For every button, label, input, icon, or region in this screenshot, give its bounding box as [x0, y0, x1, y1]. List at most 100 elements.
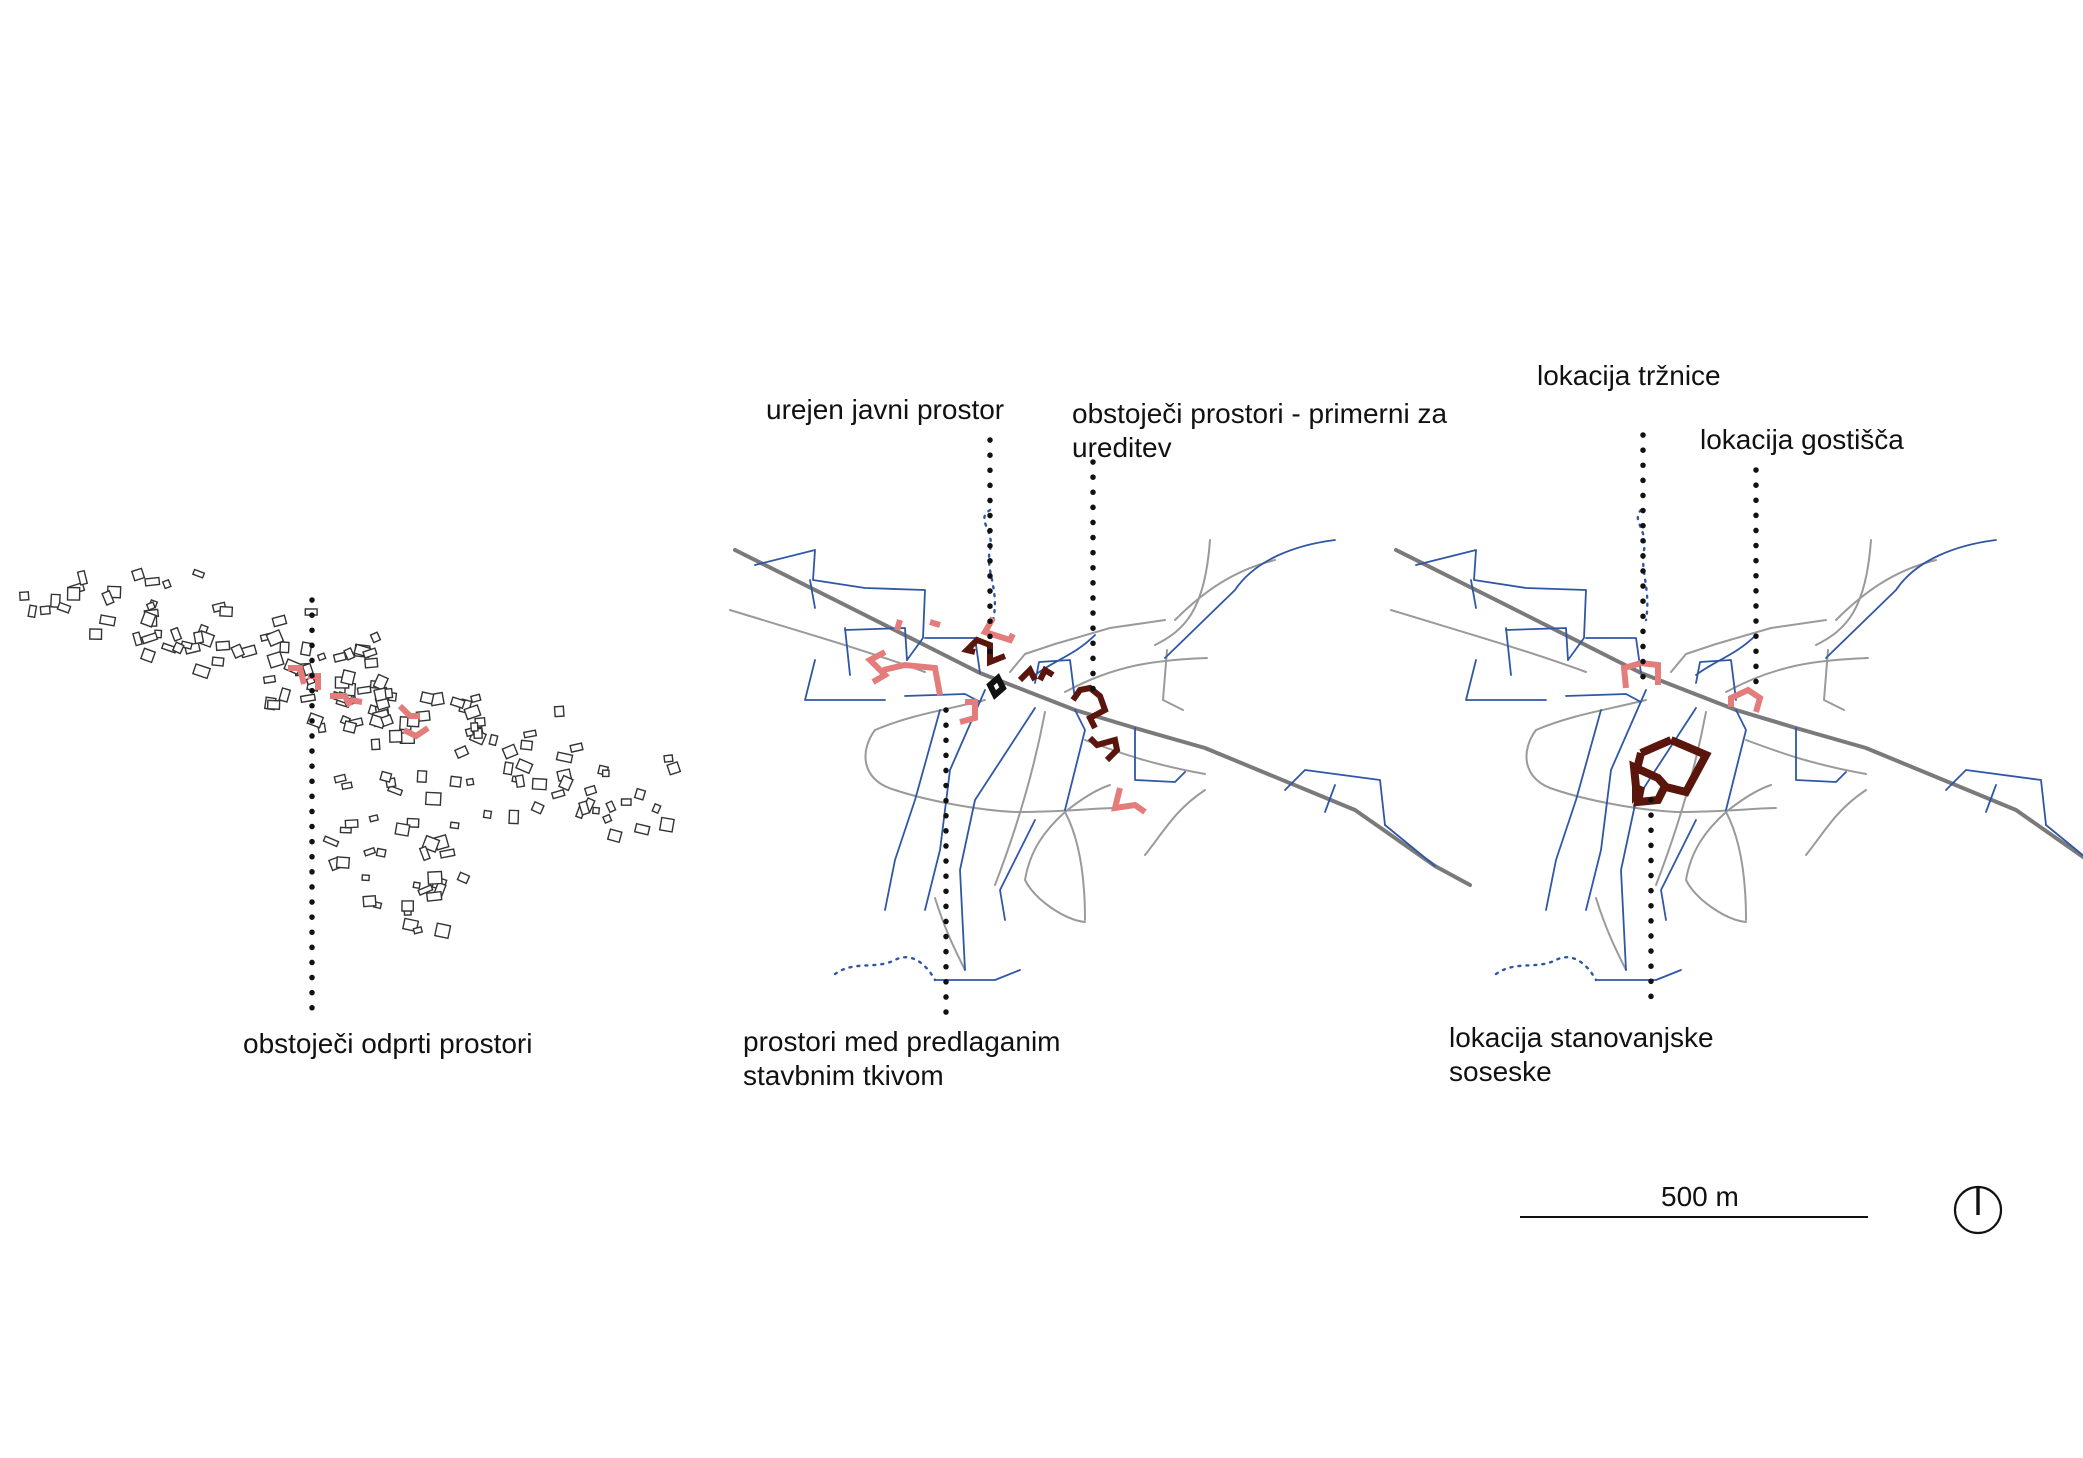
label-existing-spaces-suitable: obstoječi prostori - primerni za	[1072, 398, 1448, 429]
building-footprint	[262, 674, 277, 685]
building-footprint	[416, 769, 428, 783]
building-footprint	[606, 828, 623, 844]
open-space-marker	[980, 616, 1016, 644]
label-market-location: lokacija tržnice	[1537, 360, 1721, 391]
building-footprint	[335, 856, 351, 869]
panel-2-map	[728, 508, 1472, 982]
building-footprint	[394, 822, 411, 837]
proposed-space-marker	[961, 636, 1007, 667]
building-footprint	[465, 777, 475, 787]
label-inn-location: lokacija gostišča	[1700, 424, 1904, 455]
building-footprint	[161, 578, 172, 590]
building-footprint	[651, 802, 662, 815]
building-footprint	[633, 822, 651, 836]
scale-bar-label: 500 m	[1661, 1181, 1739, 1212]
building-footprint	[375, 847, 387, 858]
open-space-marker	[959, 699, 978, 725]
building-footprint	[620, 798, 632, 806]
building-footprint	[144, 576, 161, 587]
building-footprint	[558, 774, 574, 792]
building-footprint	[191, 663, 212, 680]
building-footprint	[265, 628, 285, 648]
building-footprint	[519, 739, 534, 751]
building-footprint	[449, 821, 460, 830]
building-footprint	[412, 881, 421, 890]
building-footprint	[139, 647, 157, 664]
building-footprint	[130, 567, 146, 582]
building-footprint	[439, 848, 456, 859]
housing-marker	[1629, 736, 1712, 807]
building-footprint	[50, 593, 61, 608]
building-footprint	[380, 713, 394, 728]
building-footprint	[379, 770, 393, 783]
building-footprint	[98, 614, 117, 627]
building-footprint	[601, 813, 613, 825]
building-footprint	[424, 791, 442, 806]
building-footprint	[372, 673, 390, 692]
building-footprint	[553, 705, 565, 718]
panel-1-map	[18, 567, 682, 940]
building-footprint	[418, 845, 431, 862]
open-space-marker	[402, 725, 430, 740]
building-footprint	[266, 699, 281, 710]
building-footprint	[488, 733, 499, 747]
building-footprint	[66, 586, 81, 601]
panel-2-stream	[983, 508, 997, 622]
building-footprint	[663, 754, 674, 763]
label-spaces-between-proposed-line2: stavbnim tkivom	[743, 1060, 944, 1091]
building-footprint	[569, 742, 584, 753]
building-footprint	[449, 696, 466, 710]
building-footprint	[56, 601, 72, 614]
proposed-space-marker	[1037, 665, 1055, 682]
proposed-space-marker	[1087, 735, 1121, 763]
building-footprint	[425, 890, 443, 902]
open-space-marker	[330, 693, 353, 708]
building-footprint	[169, 626, 183, 642]
building-footprint	[299, 641, 313, 657]
building-footprint	[482, 809, 493, 820]
building-footprint	[266, 650, 285, 669]
building-footprint	[343, 646, 356, 661]
building-footprint	[322, 835, 340, 848]
building-footprint	[508, 809, 520, 825]
building-footprint	[171, 641, 185, 655]
proposed-space-marker	[1070, 684, 1109, 730]
building-footprint	[340, 669, 357, 686]
building-footprint	[192, 630, 205, 645]
open-space-marker	[929, 619, 941, 628]
public-space-marker	[986, 673, 1007, 700]
building-footprint	[76, 569, 89, 586]
building-footprint	[361, 874, 371, 882]
building-footprint	[666, 761, 682, 776]
open-space-marker	[894, 619, 903, 631]
building-footprint	[191, 568, 206, 579]
label-existing-open-spaces: obstoječi odprti prostori	[243, 1028, 533, 1059]
building-footprint	[344, 819, 359, 829]
building-footprint	[384, 687, 394, 699]
building-footprint	[370, 738, 381, 751]
building-footprint	[591, 806, 601, 815]
building-footprint	[555, 751, 574, 764]
building-footprint	[132, 631, 144, 647]
label-spaces-between-proposed: prostori med predlaganim	[743, 1026, 1061, 1057]
building-footprint	[530, 800, 545, 815]
open-space-marker	[1110, 787, 1147, 815]
building-footprint	[211, 656, 225, 667]
building-footprint	[583, 784, 598, 797]
building-footprint	[27, 604, 38, 619]
inn-marker	[1728, 686, 1764, 713]
building-footprint	[427, 870, 443, 885]
label-existing-spaces-suitable-line2: ureditev	[1072, 432, 1172, 463]
building-footprint	[219, 605, 234, 618]
building-footprint	[453, 744, 470, 760]
building-footprint	[145, 601, 156, 611]
building-footprint	[605, 800, 617, 814]
building-footprint	[362, 895, 377, 908]
building-footprint	[356, 685, 372, 695]
open-space-marker	[288, 665, 307, 685]
building-footprint	[417, 884, 434, 897]
label-housing-location-line2: soseske	[1449, 1056, 1552, 1087]
building-footprint	[419, 691, 435, 705]
proposed-space-marker	[1017, 664, 1038, 683]
